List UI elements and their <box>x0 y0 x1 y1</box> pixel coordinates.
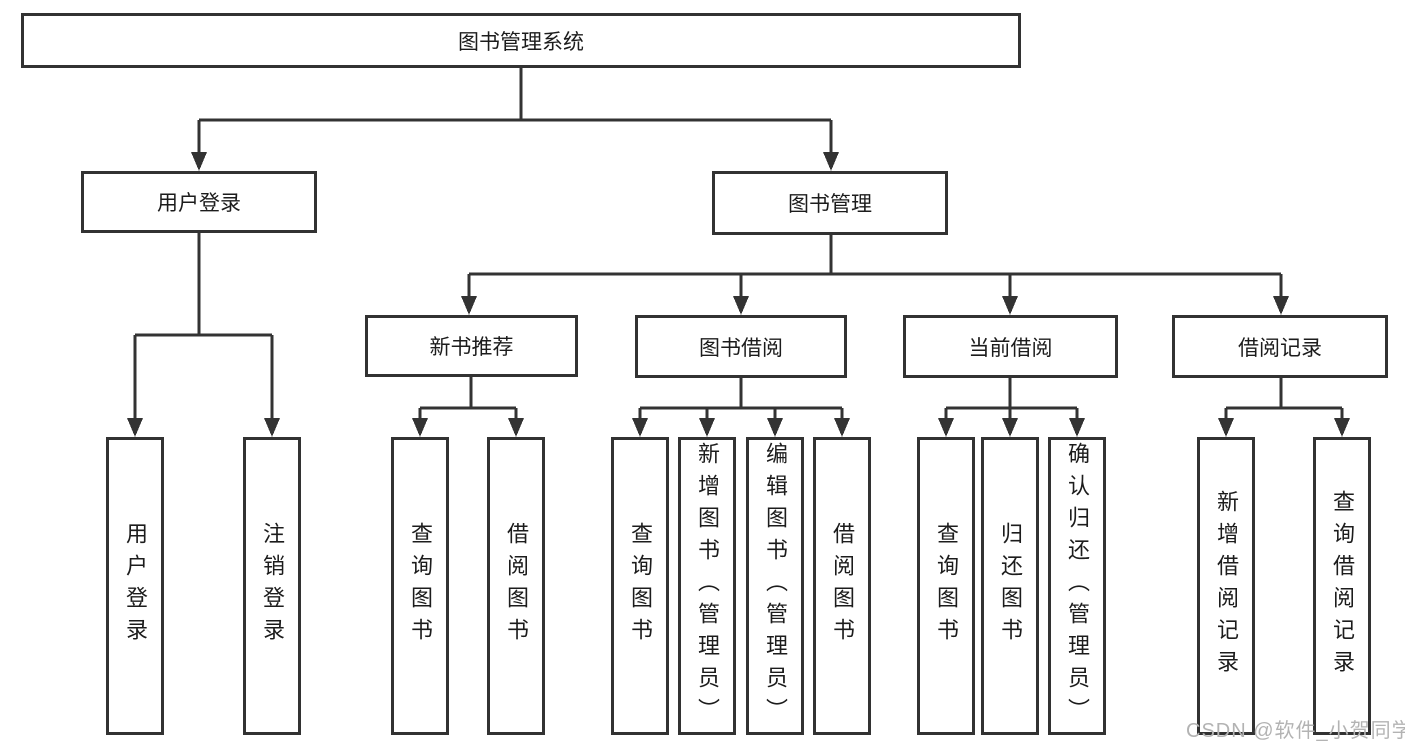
node-book-borrow: 图书借阅 <box>635 315 847 378</box>
connector-borrow-records-to-leaves <box>1218 378 1350 437</box>
leaf-borrow-books-borrow: 借阅图书 <box>813 437 871 735</box>
connector-book-management-to-level3 <box>461 235 1289 315</box>
leaf-add-borrow-record: 新增借阅记录 <box>1197 437 1255 735</box>
leaf-add-book-admin: 新增图书（管理员） <box>678 437 736 735</box>
node-borrow-records: 借阅记录 <box>1172 315 1388 378</box>
node-user-login: 用户登录 <box>81 171 317 233</box>
node-current-borrow: 当前借阅 <box>903 315 1118 378</box>
node-book-management: 图书管理 <box>712 171 948 235</box>
connector-root-to-level2 <box>191 68 839 171</box>
leaf-confirm-return-admin: 确认归还（管理员） <box>1048 437 1106 735</box>
connector-new-book-to-leaves <box>412 377 524 437</box>
leaf-query-books-current: 查询图书 <box>917 437 975 735</box>
connector-user-login-to-leaves <box>127 233 280 437</box>
leaf-user-login: 用户登录 <box>106 437 164 735</box>
connector-book-borrow-to-leaves <box>632 378 850 437</box>
leaf-logout: 注销登录 <box>243 437 301 735</box>
leaf-edit-book-admin: 编辑图书（管理员） <box>746 437 804 735</box>
connector-current-borrow-to-leaves <box>938 378 1085 437</box>
csdn-watermark: CSDN @软件_小贺同学 <box>1186 720 1405 742</box>
leaf-return-book: 归还图书 <box>981 437 1039 735</box>
node-new-book-recommend: 新书推荐 <box>365 315 578 377</box>
leaf-query-books-recommend: 查询图书 <box>391 437 449 735</box>
leaf-query-books-borrow: 查询图书 <box>611 437 669 735</box>
leaf-borrow-books-recommend: 借阅图书 <box>487 437 545 735</box>
leaf-query-borrow-record: 查询借阅记录 <box>1313 437 1371 735</box>
node-root: 图书管理系统 <box>21 13 1021 68</box>
